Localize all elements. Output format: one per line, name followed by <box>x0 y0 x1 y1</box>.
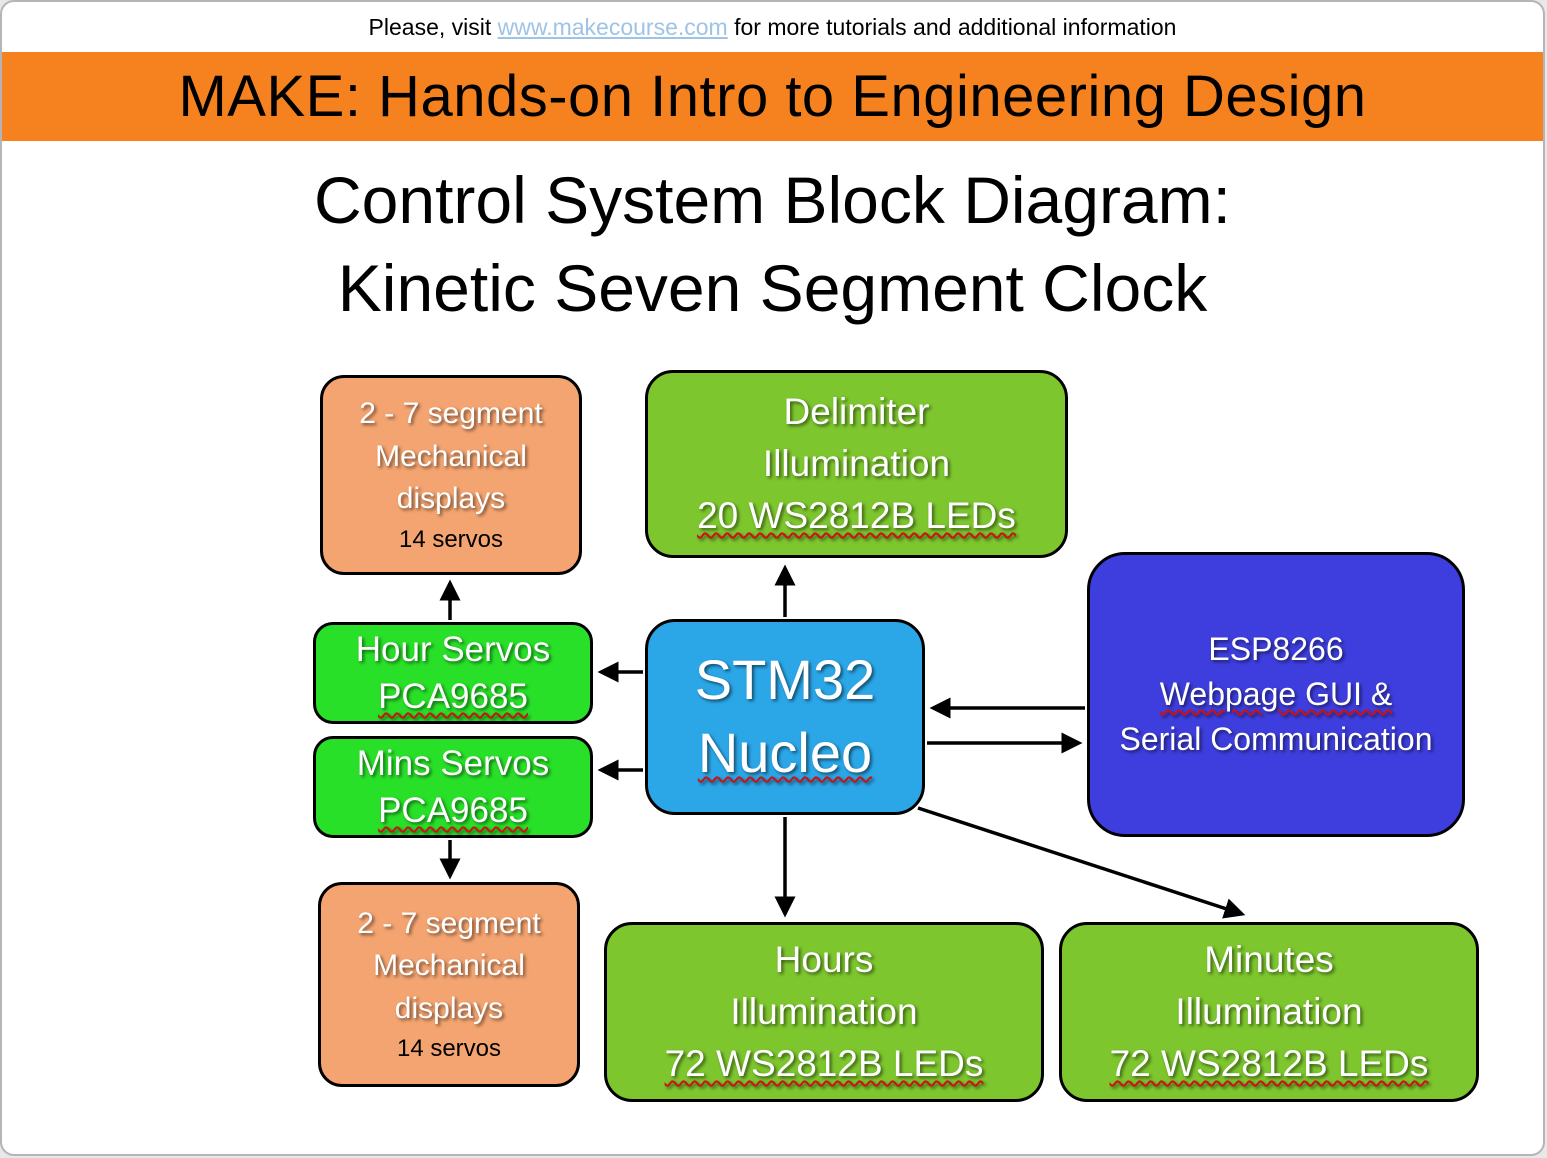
block-line: 72 WS2812B LEDs <box>664 1042 984 1084</box>
notice-suffix: for more tutorials and additional inform… <box>734 13 1177 40</box>
block-line: PCA9685 <box>378 791 528 830</box>
block-line: 20 WS2812B LEDs <box>697 494 1016 536</box>
block-line: Mechanical <box>375 439 527 473</box>
block-line: Delimiter <box>783 391 930 433</box>
notice-bar: Please, visit www.makecourse.com for mor… <box>2 2 1543 52</box>
block-line: Mins Servos <box>356 743 550 783</box>
block-line: Illumination <box>1175 991 1363 1033</box>
block-line: Minutes <box>1204 939 1334 981</box>
block-line: Hours <box>774 939 874 981</box>
course-banner: MAKE: Hands-on Intro to Engineering Desi… <box>2 52 1543 141</box>
block-line: STM32 <box>694 648 876 712</box>
block-line: Serial Communication <box>1119 720 1433 757</box>
block-line: 2 - 7 segment <box>357 906 541 940</box>
block-line: 72 WS2812B LEDs <box>1109 1042 1429 1084</box>
block-line: Illumination <box>730 991 918 1033</box>
block-line: displays <box>396 482 506 516</box>
block-line: Illumination <box>762 443 951 485</box>
block-line: ESP8266 <box>1208 631 1344 668</box>
block-mins-mechanical-displays: 2 - 7 segment Mechanical displays 14 ser… <box>318 882 580 1087</box>
title-line-1: Control System Block Diagram: <box>314 163 1231 237</box>
block-hour-mechanical-displays: 2 - 7 segment Mechanical displays 14 ser… <box>320 375 582 575</box>
makecourse-link[interactable]: www.makecourse.com <box>497 13 728 40</box>
block-line: 2 - 7 segment <box>359 397 543 431</box>
servo-count-note: 14 servos <box>396 1035 502 1063</box>
block-stm32-nucleo: STM32 Nucleo <box>645 619 925 815</box>
block-line: displays <box>394 991 504 1025</box>
block-line: Mechanical <box>373 949 525 983</box>
block-line: PCA9685 <box>378 677 528 716</box>
block-minutes-illumination: Minutes Illumination 72 WS2812B LEDs <box>1059 922 1479 1102</box>
block-mins-servos: Mins Servos PCA9685 <box>313 736 593 838</box>
block-esp8266: ESP8266 Webpage GUI & Serial Communicati… <box>1087 552 1465 837</box>
block-line: Webpage GUI & <box>1159 676 1393 713</box>
block-hours-illumination: Hours Illumination 72 WS2812B LEDs <box>604 922 1044 1102</box>
banner-title: MAKE: Hands-on Intro to Engineering Desi… <box>178 64 1367 129</box>
block-hour-servos: Hour Servos PCA9685 <box>313 622 593 724</box>
servo-count-note: 14 servos <box>398 525 504 553</box>
block-line: Hour Servos <box>355 629 551 669</box>
notice-prefix: Please, visit <box>368 13 492 40</box>
block-line: Nucleo <box>697 721 873 784</box>
block-delimiter-illumination: Delimiter Illumination 20 WS2812B LEDs <box>645 370 1068 558</box>
page-title: Control System Block Diagram: Kinetic Se… <box>2 157 1543 333</box>
title-line-2: Kinetic Seven Segment Clock <box>337 250 1208 325</box>
